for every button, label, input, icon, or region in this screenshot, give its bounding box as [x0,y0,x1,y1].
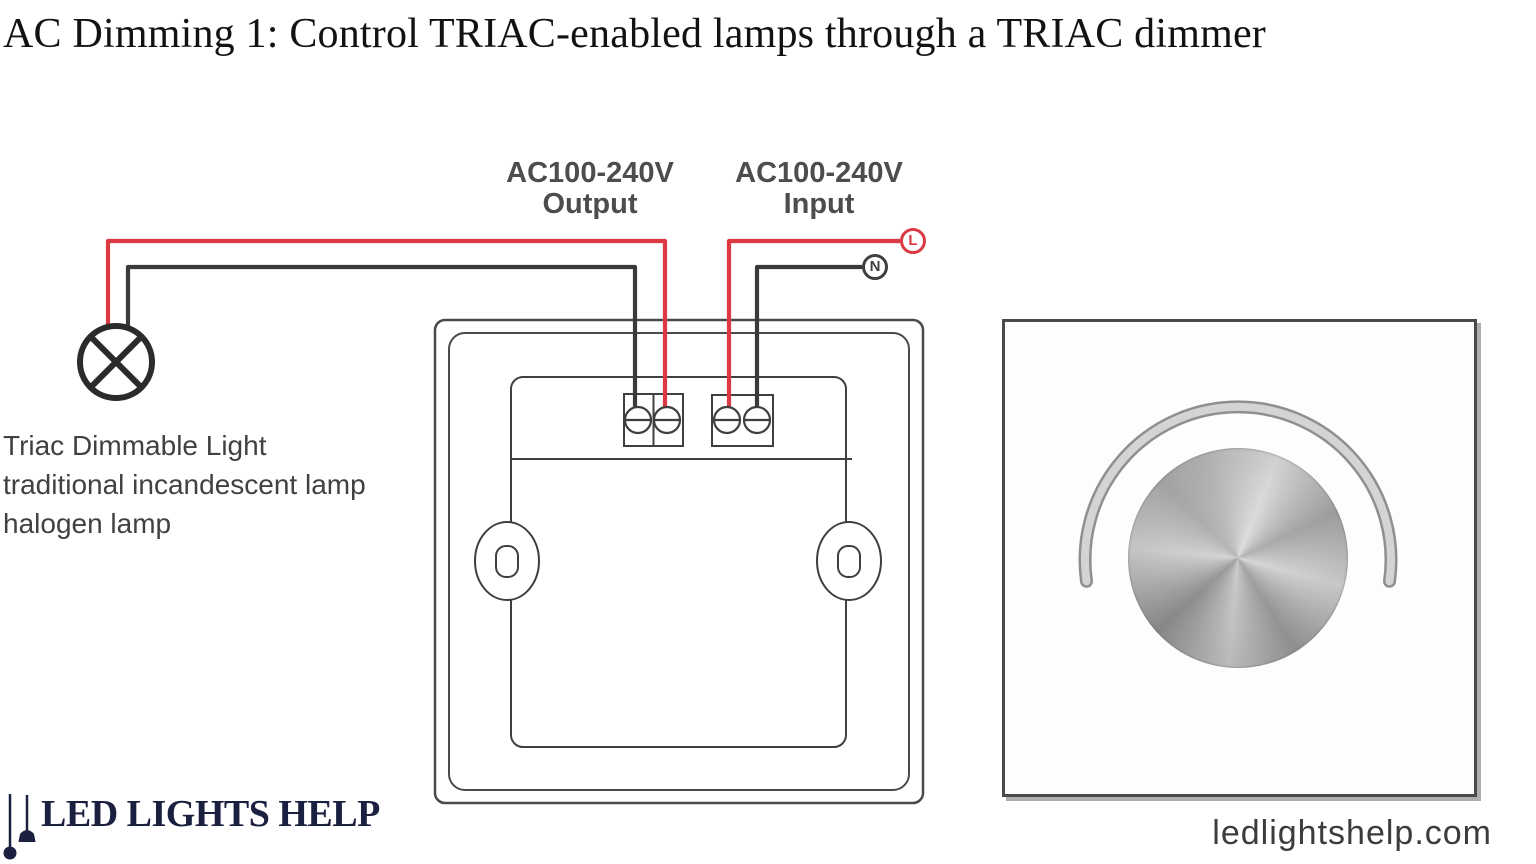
mounting-hole-left [474,521,540,601]
input-voltage-label: AC100-240V Input [709,158,929,220]
dimmer-knob [1128,448,1348,668]
brand-logo-text: LED LIGHTS HELP [41,793,380,835]
page-title: AC Dimming 1: Control TRIAC-enabled lamp… [3,11,1266,57]
live-output-wire [105,238,668,412]
input-label-text: Input [783,188,855,220]
website-url: ledlightshelp.com [1212,814,1492,852]
lamp-caption-line: traditional incandescent lamp [3,469,366,500]
dimmer-photo-panel [1002,319,1477,797]
neutral-terminal-badge: N [862,254,888,280]
live-terminal-badge: L [900,228,926,254]
mounting-hole-right [816,521,882,601]
output-label-text: Output [542,188,638,220]
output-voltage-value: AC100-240V [506,157,674,189]
lamp-caption: Triac Dimmable Light traditional incande… [3,426,366,543]
lamp-symbol-icon [77,323,155,401]
wiring-schematic [77,238,925,805]
brand-logo: LED LIGHTS HELP [2,788,380,862]
dimmer-arc-indicator [1078,400,1398,588]
lamp-caption-line: halogen lamp [3,508,172,539]
input-voltage-value: AC100-240V [735,157,903,189]
lamp-caption-line: Triac Dimmable Light [3,430,267,461]
terminal-screws [623,405,772,435]
neutral-input-wire [754,264,862,412]
pendant-lights-icon [3,794,36,860]
neutral-output-wire [125,264,638,412]
output-voltage-label: AC100-240V Output [480,158,700,220]
dimmer-wall-plate [433,318,925,805]
live-input-wire [726,238,900,412]
